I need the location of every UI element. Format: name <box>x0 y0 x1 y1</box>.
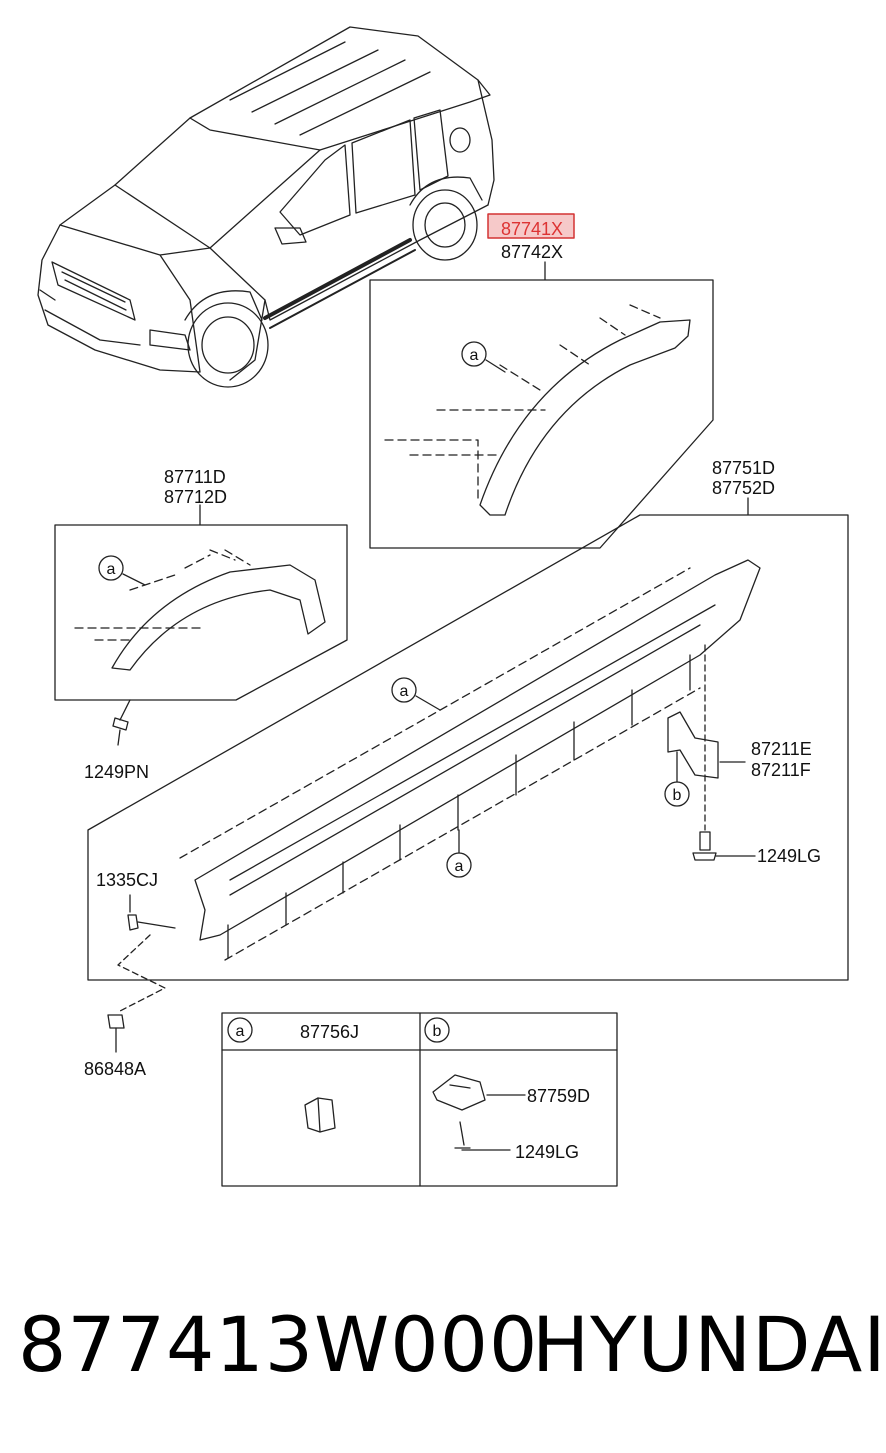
svg-text:a: a <box>107 561 116 578</box>
side-sill-group <box>87 497 849 1053</box>
marker-a: a <box>461 341 506 373</box>
svg-text:a: a <box>470 347 479 364</box>
legend-marker-a: a <box>227 1017 253 1043</box>
svg-text:a: a <box>236 1023 245 1040</box>
callout-87211e: 87211E <box>751 739 812 759</box>
callout-87711d: 87711D <box>164 467 226 487</box>
legend-a-part: 87756J <box>300 1022 359 1042</box>
brand-name: HYUNDAI <box>532 1300 886 1389</box>
svg-text:b: b <box>673 787 682 804</box>
legend-b-part-1: 87759D <box>527 1086 590 1106</box>
front-arch-molding-group <box>54 504 348 746</box>
callout-87742x: 87742X <box>501 242 563 262</box>
svg-text:a: a <box>400 683 409 700</box>
parts-diagram: 87741X 87742X 87711D 87712D 87751D 87752… <box>37 26 849 1187</box>
rear-arch-molding-group <box>369 213 714 549</box>
callout-87741x: 87741X <box>501 219 563 239</box>
callout-87752d: 87752D <box>712 478 775 498</box>
marker-a: a <box>446 829 472 878</box>
svg-text:a: a <box>455 858 464 875</box>
marker-a: a <box>98 555 146 586</box>
legend-marker-b: b <box>424 1017 450 1043</box>
callout-86848a: 86848A <box>84 1059 146 1079</box>
part-number: 877413W000 <box>18 1300 539 1389</box>
highlight-box <box>487 213 575 239</box>
legend-table <box>221 1012 618 1187</box>
callout-1335cj: 1335CJ <box>96 870 158 890</box>
callout-1249lg: 1249LG <box>757 846 821 866</box>
callout-87712d: 87712D <box>164 487 227 507</box>
marker-b: b <box>664 751 690 807</box>
callout-1249pn: 1249PN <box>84 762 149 782</box>
callout-87211f: 87211F <box>751 760 811 780</box>
callout-87751d: 87751D <box>712 458 775 478</box>
marker-a: a <box>391 677 441 711</box>
vehicle-illustration <box>37 26 495 388</box>
legend-b-part-2: 1249LG <box>515 1142 579 1162</box>
svg-text:b: b <box>433 1023 442 1040</box>
marker-group: a a a a b a b <box>98 341 690 1043</box>
